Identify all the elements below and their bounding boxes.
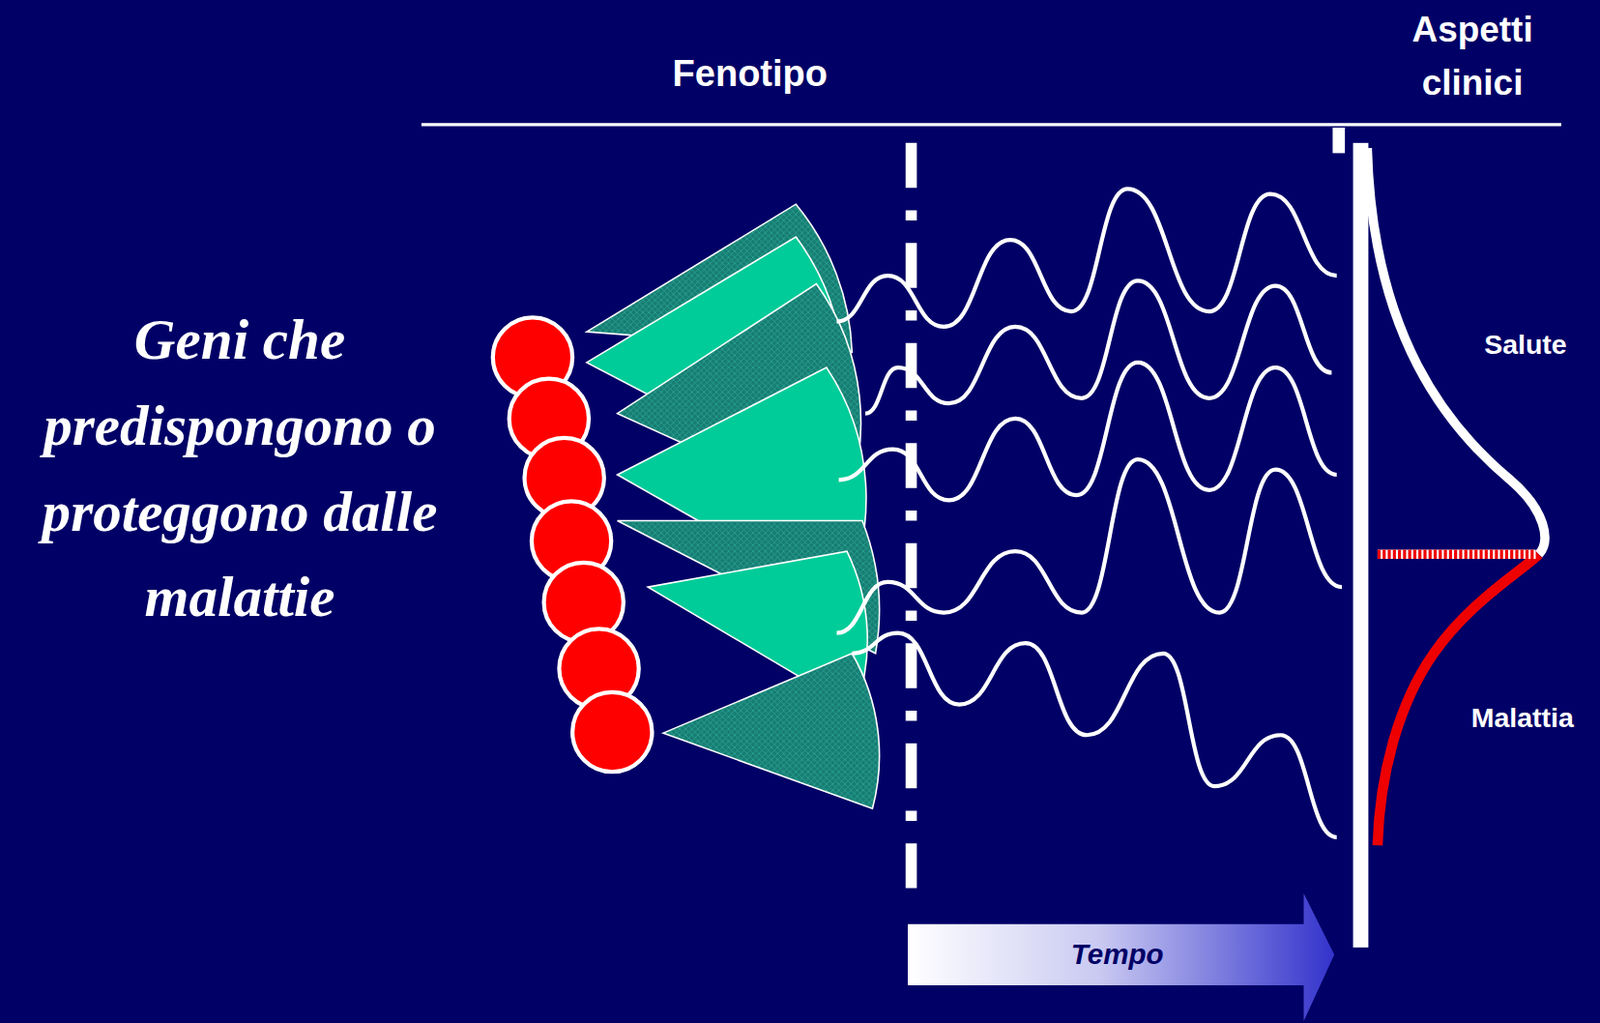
column-heading: Aspetti clinici	[1375, 3, 1571, 111]
arrow-label: Tempo	[1071, 937, 1164, 971]
threshold-line	[1377, 550, 1537, 560]
phenotype-wave	[865, 280, 1332, 413]
gene-circle	[572, 692, 652, 772]
gene-caption: Geni che predispongono o proteggono dall…	[4, 296, 475, 640]
gene-cone	[663, 653, 880, 809]
dashdot-line	[905, 143, 918, 904]
threshold-line	[1377, 550, 1537, 560]
phenotype-wave	[851, 633, 1337, 838]
phenotype-wave	[836, 188, 1337, 327]
phenotype-wave	[836, 459, 1341, 634]
column-heading: Fenotipo	[672, 53, 828, 95]
small-bar	[1332, 127, 1345, 153]
outcome-label: Malattia	[1471, 701, 1574, 734]
arrow-body	[907, 893, 1335, 1021]
clinical-axis	[1353, 143, 1369, 948]
header-rule	[421, 122, 1562, 126]
time-arrow: Tempo	[907, 893, 1335, 1021]
outcome-label: Salute	[1483, 328, 1568, 361]
disease-curve	[1377, 553, 1540, 845]
